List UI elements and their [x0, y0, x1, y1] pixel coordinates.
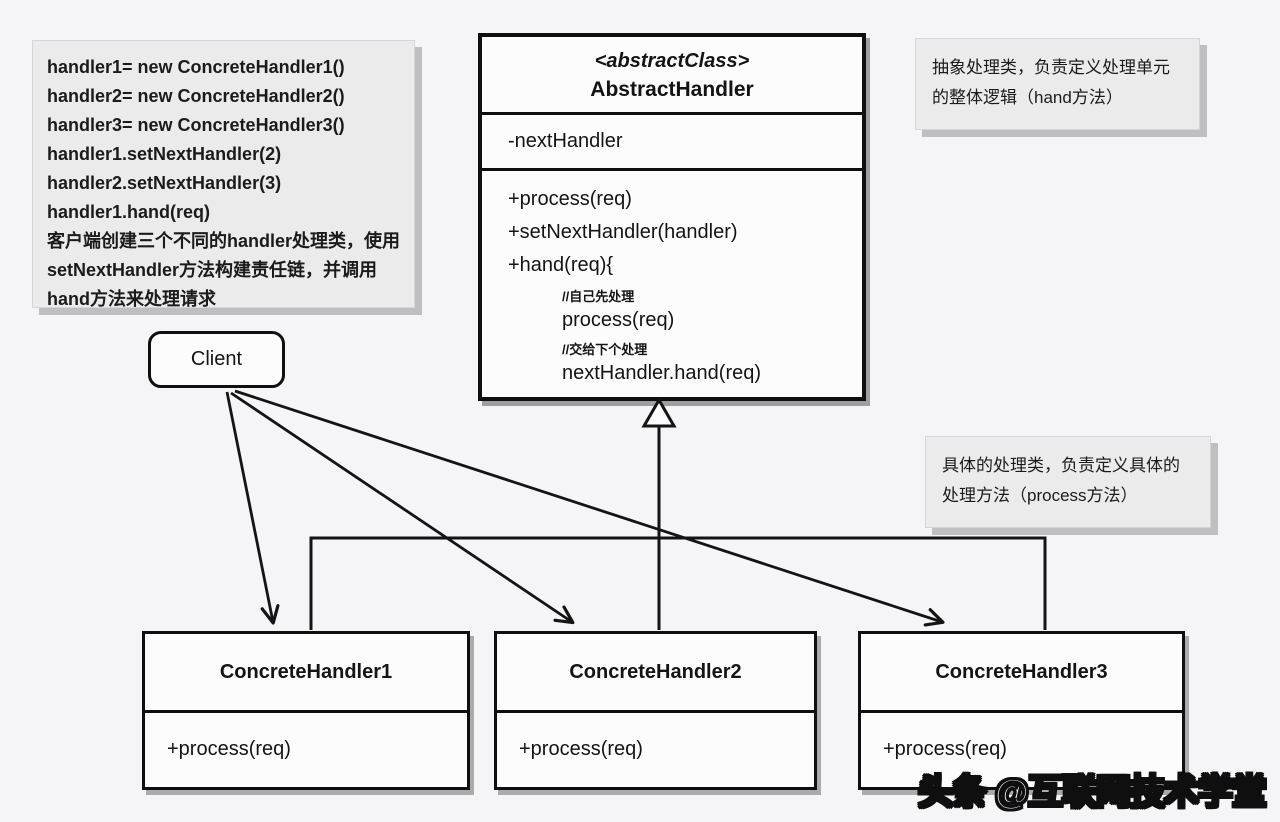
concrete-handler2-class-box: ConcreteHandler2 +process(req) — [494, 631, 817, 790]
method-hand: +hand(req){ — [508, 254, 614, 276]
client-label: Client — [190, 348, 243, 370]
generalization-triangle-arrow — [641, 396, 677, 428]
client-code-note: handler1= new ConcreteHandler1() handler… — [32, 40, 415, 309]
concrete-handler3-name: ConcreteHandler3 — [861, 634, 1182, 713]
code-note-description: 客户端创建三个不同的handler处理类，使用setNextHandler方法构… — [47, 231, 401, 309]
comment-self-process: //自己先处理 — [562, 289, 635, 304]
abstract-role-note: 抽象处理类，负责定义处理单元的整体逻辑（hand方法） — [915, 38, 1200, 130]
watermark-text: 头条 @互联网技术学堂 — [917, 772, 1268, 813]
client-to-handler3-arrow — [234, 389, 945, 627]
client-to-handler1-arrow — [225, 391, 280, 625]
abstract-handler-attributes: -nextHandler — [482, 115, 862, 171]
code-line: handler1.hand(req) — [47, 202, 211, 222]
inheritance-connector-rail — [309, 536, 1047, 630]
concrete-handler3-method: +process(req) — [883, 738, 1007, 760]
class-stereotype: <abstractClass> — [594, 50, 750, 72]
client-class-box: Client — [148, 331, 285, 388]
concrete-handler2-method: +process(req) — [519, 738, 643, 760]
concrete-role-note: 具体的处理类，负责定义具体的处理方法（process方法） — [925, 436, 1211, 528]
concrete-handler1-name: ConcreteHandler1 — [145, 634, 467, 713]
method-process: +process(req) — [508, 188, 632, 210]
code-line: handler1.setNextHandler(2) — [47, 144, 282, 164]
abstract-handler-methods: +process(req) +setNextHandler(handler) +… — [482, 171, 862, 388]
comment-pass-next: //交给下个处理 — [562, 342, 648, 357]
client-to-handler2-arrow — [230, 391, 575, 625]
attribute-next-handler: -nextHandler — [508, 130, 623, 152]
concrete-handler1-method: +process(req) — [167, 738, 291, 760]
concrete-handler3-class-box: ConcreteHandler3 +process(req) — [858, 631, 1185, 790]
class-name: AbstractHandler — [590, 78, 754, 101]
code-line: handler2.setNextHandler(3) — [47, 173, 282, 193]
abstract-handler-class-box: <abstractClass> AbstractHandler -nextHan… — [478, 33, 866, 401]
body-process-call: process(req) — [562, 309, 675, 331]
concrete-handler1-class-box: ConcreteHandler1 +process(req) — [142, 631, 470, 790]
concrete-handler2-name: ConcreteHandler2 — [497, 634, 814, 713]
code-line: handler2= new ConcreteHandler2() — [47, 86, 345, 106]
method-set-next-handler: +setNextHandler(handler) — [508, 221, 738, 243]
code-line: handler1= new ConcreteHandler1() — [47, 57, 345, 77]
body-next-handler-call: nextHandler.hand(req) — [562, 362, 762, 384]
code-line: handler3= new ConcreteHandler3() — [47, 115, 345, 135]
abstract-handler-header: <abstractClass> AbstractHandler — [482, 37, 862, 115]
